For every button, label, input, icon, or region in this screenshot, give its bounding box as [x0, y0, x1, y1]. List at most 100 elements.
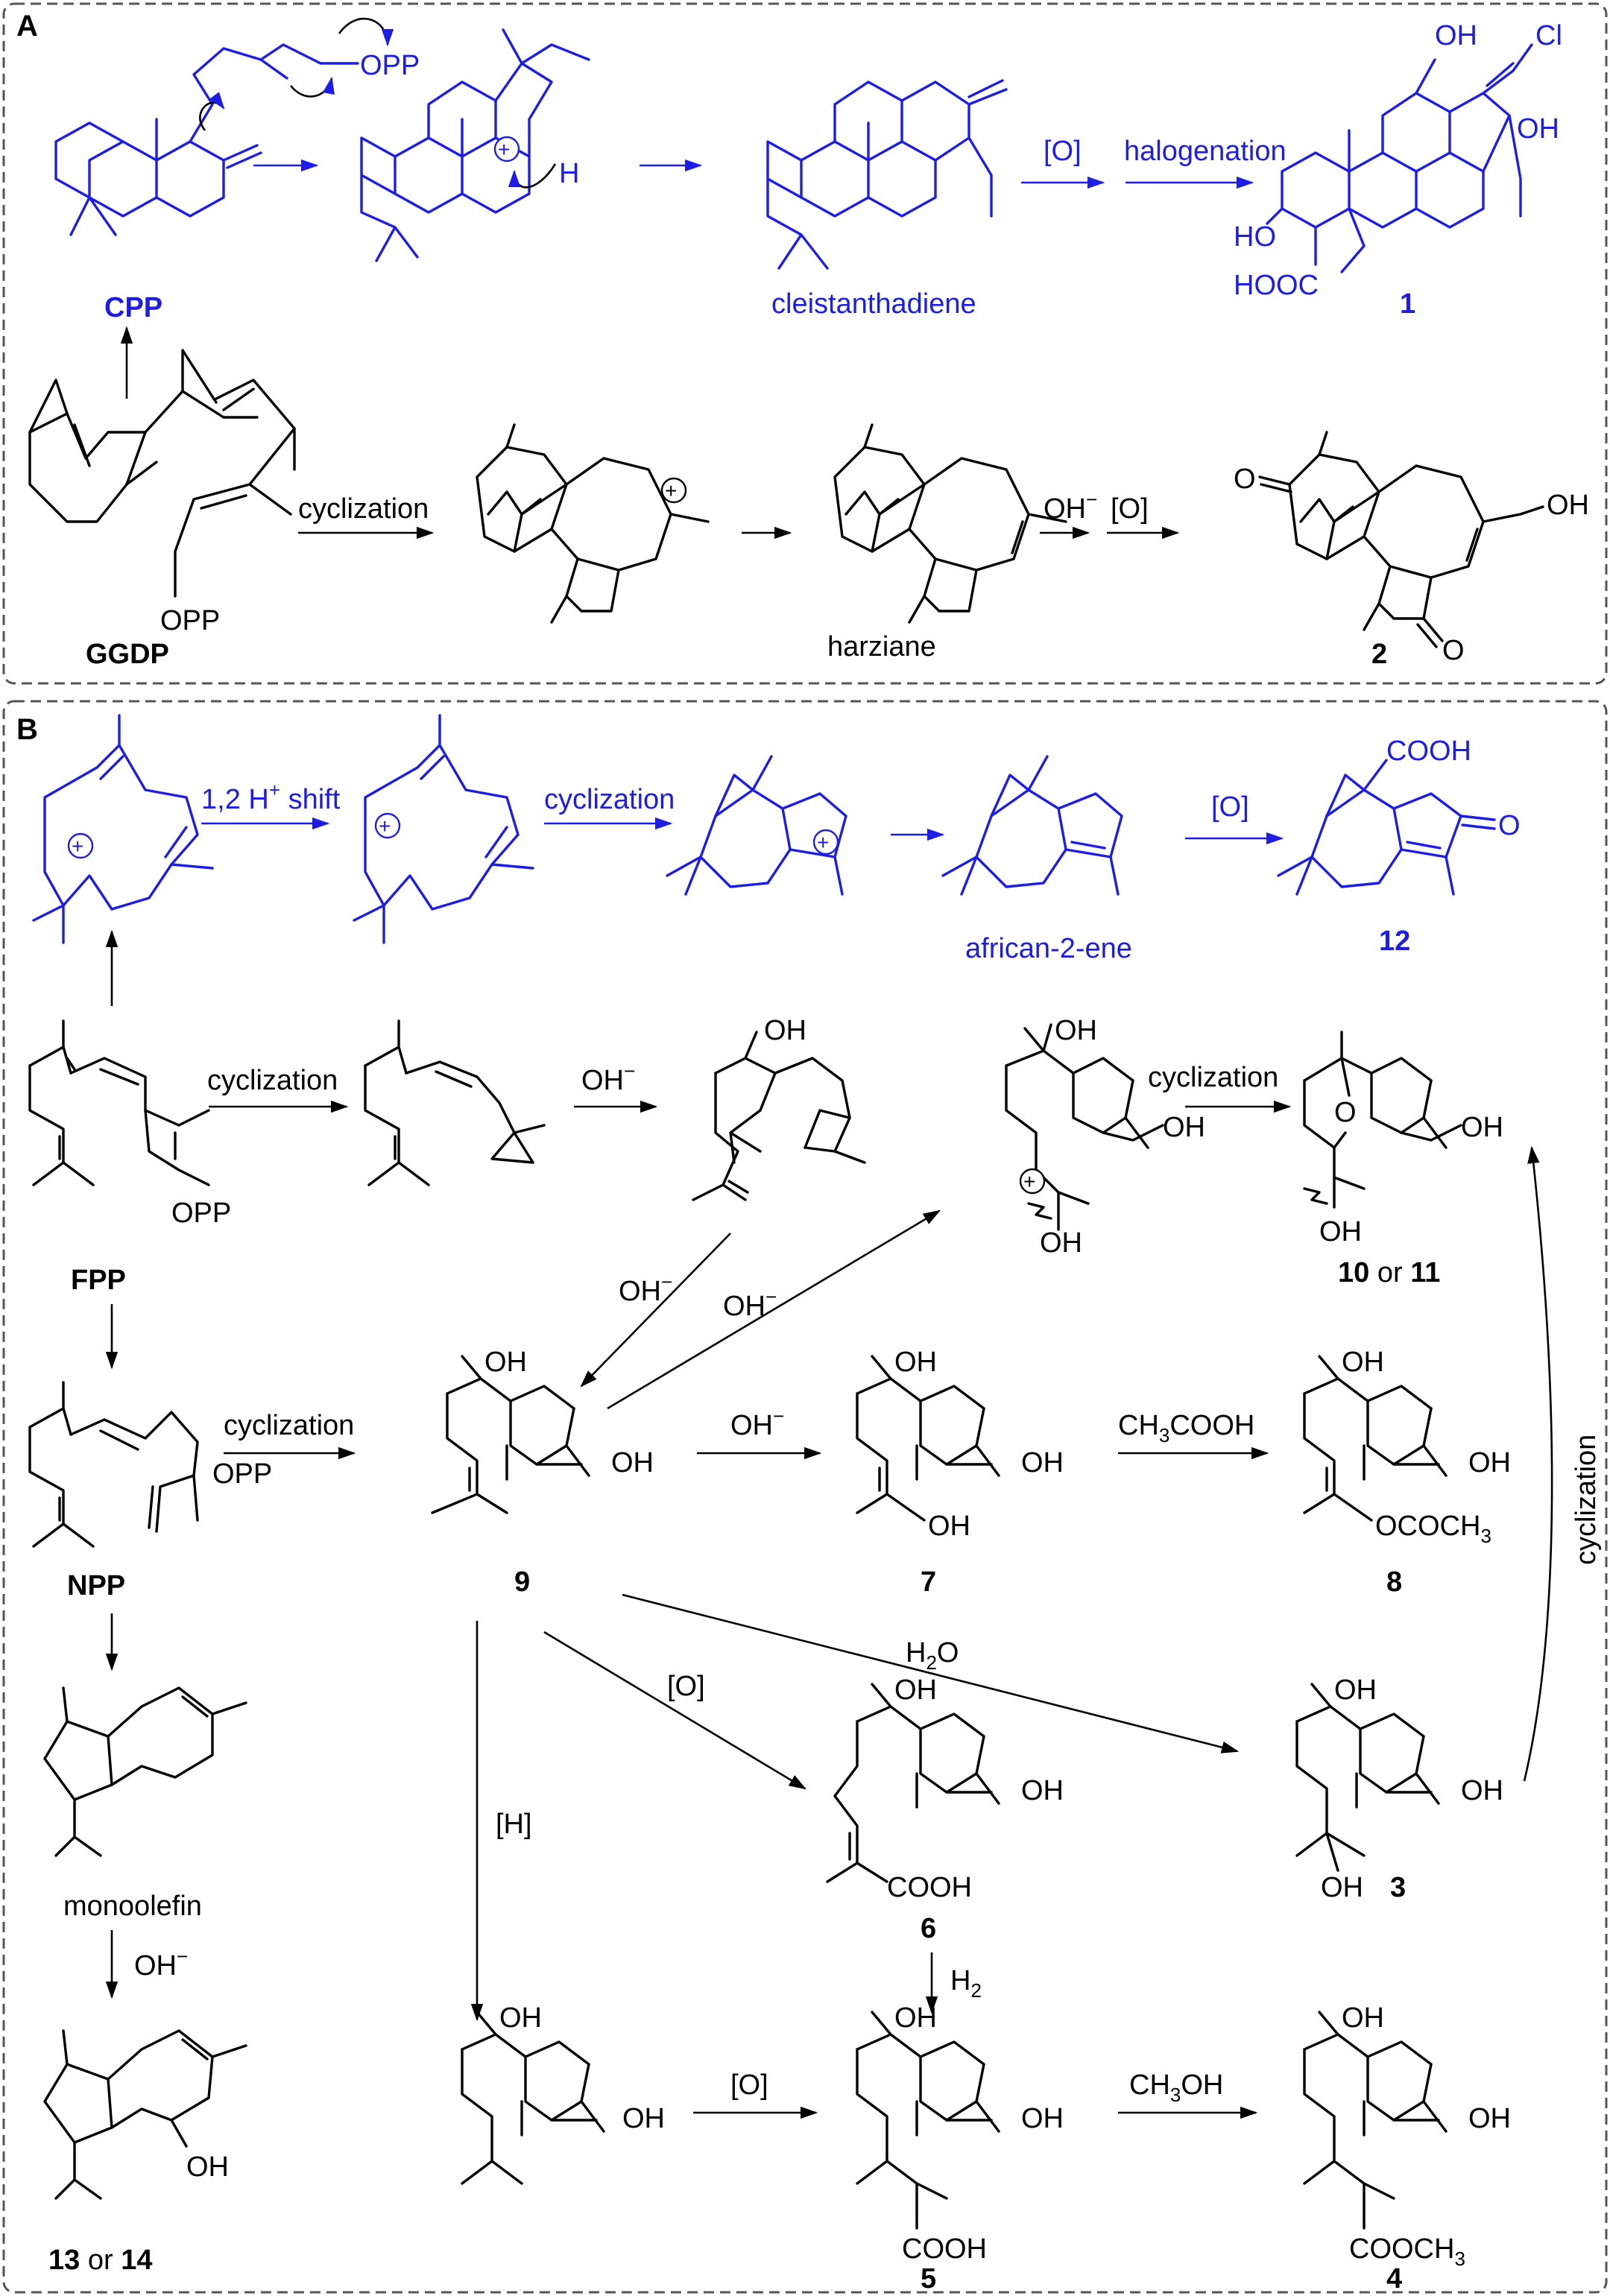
molecule-pimarenyl-cation: H: [360, 28, 590, 262]
cation-symbol: +: [812, 829, 839, 856]
label-hydroxide-2: OH−: [619, 1271, 672, 1307]
h-label: H: [559, 158, 579, 189]
label-hydroxide-4: OH−: [730, 1405, 784, 1441]
molecule-reduced-diol: OH OH: [461, 2002, 665, 2185]
label-cyclization-npp: cyclization: [224, 1410, 354, 1441]
panel-b-letter: B: [16, 713, 38, 746]
svg-text:+: +: [379, 815, 391, 838]
cation-symbol: +: [374, 812, 401, 839]
label-compound-1: 1: [1400, 288, 1415, 320]
cation-symbol: +: [660, 477, 687, 504]
oh-label: OH: [622, 2103, 665, 2134]
arrow-9-to-carbocation: [607, 1209, 941, 1410]
cooh-label: COOH: [902, 2233, 987, 2265]
molecule-compound-1: OH Cl OH HO HOOC: [1234, 20, 1562, 301]
oh-label: OH: [1461, 1775, 1503, 1806]
label-compound-5: 5: [921, 2263, 936, 2295]
label-hydroxide: OH−: [1044, 488, 1097, 525]
molecule-cleistanthadiene: [766, 79, 1008, 270]
label-compound-8: 8: [1386, 1566, 1402, 1598]
oh-label: OH: [1468, 1447, 1511, 1479]
label-compound-7: 7: [921, 1566, 936, 1598]
label-oxidation-blue: [O]: [1211, 791, 1249, 823]
label-oxidation: [O]: [1044, 136, 1082, 167]
label-cyclization: cyclization: [298, 493, 429, 525]
molecule-bicyclic-alcohol: OH: [692, 1015, 866, 1201]
opp-label: OPP: [160, 605, 220, 636]
molecule-fpp: OPP: [28, 1019, 231, 1229]
label-hydroxide-3: OH−: [723, 1285, 777, 1322]
molecule-ggdp: OPP: [28, 349, 296, 636]
molecule-tricyclic-cation: [666, 755, 847, 896]
molecule-harziane-cation: [476, 423, 710, 624]
cooh-label: COOH: [1386, 736, 1471, 767]
oh-label: OH: [894, 1347, 937, 1378]
panel-a: OPP CPP H +: [28, 17, 1589, 670]
label-compound-4: 4: [1386, 2263, 1402, 2295]
molecule-compound-8: OH OH OCOCH3: [1303, 1347, 1511, 1547]
molecule-compound-10-11: O OH OH: [1303, 1031, 1503, 1247]
molecule-compound-7: OH OH OH: [856, 1347, 1064, 1542]
label-h-shift: 1,2 H+ shift: [201, 779, 341, 815]
o-label: O: [1334, 1097, 1357, 1128]
ho-label: HO: [1234, 221, 1276, 253]
oh-label: OH: [894, 1674, 937, 1706]
label-cyclization-fpp: cyclization: [207, 1065, 338, 1096]
cooch3-label: COOCH3: [1349, 2233, 1465, 2270]
oh-label: OH: [764, 1015, 806, 1046]
svg-text:+: +: [817, 831, 829, 854]
oh-label: OH: [1547, 490, 1589, 521]
oh-label: OH: [1021, 2103, 1064, 2134]
oh-label: OH: [1055, 1015, 1097, 1046]
oh-label: OH: [1468, 2103, 1511, 2134]
o-label: O: [1498, 810, 1521, 841]
molecule-compound-6: OH OH COOH: [826, 1674, 1064, 1903]
arrow-alcohol-to-9: [580, 1233, 731, 1388]
label-compound-2: 2: [1371, 639, 1387, 670]
oh-label: OH: [894, 2002, 937, 2034]
svg-text:+: +: [1023, 1170, 1035, 1193]
oh-label: OH: [1021, 1775, 1064, 1806]
opp-label: OPP: [360, 50, 420, 81]
molecule-compound-2: O OH O: [1234, 431, 1589, 666]
label-oxidation-5: [O]: [730, 2069, 768, 2101]
hooc-label: HOOC: [1234, 270, 1319, 301]
label-acetic-acid: CH3COOH: [1118, 1410, 1254, 1446]
oh-label: OH: [1319, 1216, 1362, 1247]
molecule-carbocation-intermediate: OH OH OH: [1005, 1015, 1205, 1259]
label-cpp: CPP: [104, 292, 162, 323]
molecule-humulyl-cation: [32, 714, 214, 944]
cation-symbol: +: [493, 136, 520, 162]
label-monoolefin: monoolefin: [63, 1891, 202, 1922]
oh-label: OH: [186, 2151, 229, 2183]
oh-label: OH: [499, 2002, 542, 2034]
label-cyclization-side: cyclization: [1570, 1435, 1602, 1565]
molecule-compound-13-14: OH: [43, 2029, 247, 2200]
label-oxidation-2: [O]: [1111, 493, 1149, 525]
arrow-9-to-3: [622, 1593, 1240, 1753]
label-reduction: [H]: [496, 1809, 532, 1840]
molecule-harziane: [833, 423, 1067, 624]
label-cleistanthadiene: cleistanthadiene: [771, 288, 976, 320]
oh-label: OH: [1021, 1447, 1064, 1479]
oh-label: OH: [1321, 1872, 1363, 1903]
label-oxidation-6: [O]: [667, 1671, 705, 1702]
electron-push-arrow: [199, 92, 225, 131]
svg-text:+: +: [498, 138, 510, 161]
label-fpp: FPP: [71, 1265, 126, 1296]
molecule-shifted-cation: [353, 714, 534, 944]
label-halogenation: halogenation: [1124, 136, 1287, 167]
oh-label: OH: [1342, 1347, 1384, 1378]
molecule-compound-12: COOH O: [1277, 736, 1521, 896]
svg-text:+: +: [665, 479, 677, 502]
electron-push-arrow: [338, 17, 394, 47]
label-compound-9: 9: [514, 1566, 530, 1598]
oh-label: OH: [1435, 20, 1477, 51]
oh-label: OH: [1334, 1674, 1377, 1706]
panel-b: + 1,2 H+ shift + cyclization +: [28, 714, 1602, 2295]
cooh-label: COOH: [887, 1872, 972, 1903]
label-hydrogen: H2: [950, 1965, 982, 2002]
molecule-compound-9: OH OH: [431, 1347, 654, 1514]
label-harziane: harziane: [827, 631, 936, 662]
